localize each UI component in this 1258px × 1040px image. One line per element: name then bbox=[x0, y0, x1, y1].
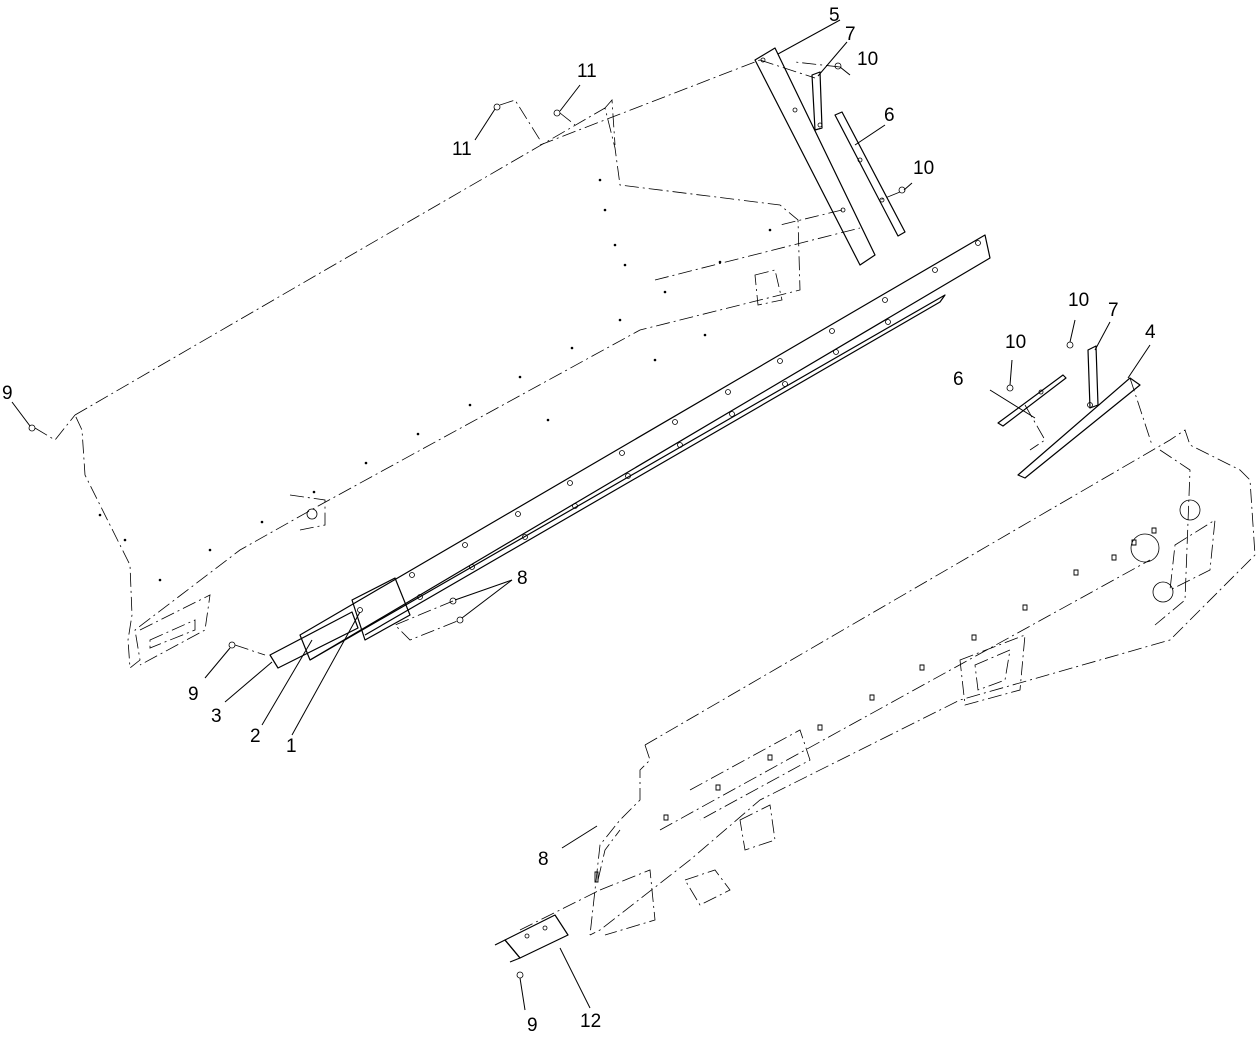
callout-3: 3 bbox=[211, 706, 222, 727]
callout-9-mid: 9 bbox=[188, 684, 199, 705]
callout-5: 5 bbox=[829, 5, 840, 26]
callout-1: 1 bbox=[286, 736, 297, 757]
callout-8-upper: 8 bbox=[517, 568, 528, 589]
callout-9-left: 9 bbox=[2, 383, 13, 404]
nut-10-mid bbox=[898, 186, 906, 194]
fasteners bbox=[28, 61, 1074, 979]
callout-6-right: 6 bbox=[953, 369, 964, 390]
nut-11-right bbox=[553, 109, 561, 117]
callout-10-top: 10 bbox=[857, 49, 878, 70]
bottom-plate bbox=[494, 829, 621, 963]
nut-10-right-a bbox=[1066, 341, 1074, 349]
nut-9-mid bbox=[228, 641, 236, 649]
callout-11-right: 11 bbox=[577, 61, 597, 82]
callout-2: 2 bbox=[250, 726, 261, 747]
screw-8-a bbox=[449, 597, 457, 605]
upper-panel-assembly bbox=[74, 99, 801, 669]
callout-6-top: 6 bbox=[884, 105, 895, 126]
callout-10-right-a: 10 bbox=[1068, 290, 1089, 311]
screw-8-b bbox=[456, 616, 464, 624]
callout-10-mid: 10 bbox=[913, 158, 934, 179]
nut-10-right-b bbox=[1006, 384, 1014, 392]
strip-holes bbox=[357, 240, 981, 613]
top-bracket-group bbox=[539, 47, 906, 281]
nut-11-left bbox=[493, 103, 501, 111]
callout-9-bottom: 9 bbox=[527, 1015, 538, 1036]
long-strip-parts bbox=[269, 234, 991, 669]
callout-7-top: 7 bbox=[845, 24, 856, 45]
nut-9-bottom bbox=[516, 971, 524, 979]
screw-8-bottom bbox=[594, 871, 599, 883]
panel-holes bbox=[98, 178, 772, 582]
callout-10-right-b: 10 bbox=[1005, 332, 1026, 353]
callout-7-right: 7 bbox=[1108, 300, 1119, 321]
callout-11-left: 11 bbox=[452, 139, 472, 160]
right-bracket-group bbox=[997, 345, 1153, 479]
callout-4: 4 bbox=[1145, 322, 1156, 343]
nut-10-top bbox=[834, 62, 842, 70]
callout-12: 12 bbox=[580, 1011, 601, 1032]
callout-labels: 1 2 3 4 5 6 6 7 7 8 8 9 9 9 10 10 10 10 … bbox=[2, 5, 1156, 1036]
lower-frame-assembly bbox=[589, 429, 1256, 936]
leader-lines bbox=[11, 19, 1151, 1011]
frame-studs bbox=[663, 527, 1157, 821]
callout-8-lower: 8 bbox=[538, 849, 549, 870]
